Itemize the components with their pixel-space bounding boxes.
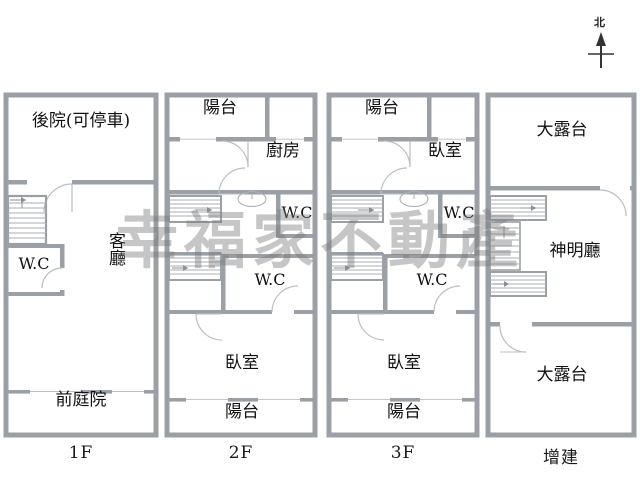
north-arrow-icon (588, 32, 614, 68)
room-label-wc-lower-3f: W.C (416, 270, 448, 289)
floor-block-1f (3, 92, 159, 438)
stair-2f (168, 195, 222, 281)
room-label-kitchen: 廚房 (266, 141, 300, 161)
compass-north-label: 北 (594, 16, 605, 29)
room-label-wc-upper-3f: W.C (443, 203, 475, 222)
room-label-front-yard: 前庭院 (55, 390, 107, 410)
room-label-large-terrace-rear: 大露台 (536, 120, 588, 140)
room-label-bedroom-2f: 臥室 (225, 353, 259, 373)
room-label-large-terrace-front: 大露台 (536, 365, 588, 385)
stair-1f (6, 194, 48, 246)
room-label-back-yard: 後院(可停車) (31, 111, 131, 131)
floor-block-2f (164, 92, 318, 438)
floor-label-2f: 2F (228, 443, 254, 463)
room-label-balcony-front-3f: 陽台 (387, 402, 421, 422)
sink-icon-3f (399, 190, 429, 208)
floor-label-3f: 3F (390, 443, 416, 463)
room-label-living-room: 客廳 (105, 232, 125, 266)
room-label-balcony-front-2f: 陽台 (225, 402, 259, 422)
sink-icon-2f (237, 190, 267, 208)
room-label-bedroom-front-3f: 臥室 (387, 353, 421, 373)
floor-label-1f: 1F (68, 443, 94, 463)
room-label-shrine-hall: 神明廳 (549, 241, 601, 261)
stair-3f (330, 195, 384, 281)
room-label-bedroom-rear-3f: 臥室 (428, 141, 462, 161)
room-label-wc-1f: W.C (18, 254, 50, 273)
stair-extension (489, 195, 547, 297)
floor-block-3f (326, 92, 480, 438)
room-label-wc-lower-2f: W.C (254, 270, 286, 289)
room-label-balcony-rear-3f: 陽台 (365, 98, 399, 118)
floor-block-extension (485, 92, 637, 438)
room-label-wc-upper-2f: W.C (281, 203, 313, 222)
room-label-balcony-rear-2f: 陽台 (203, 98, 237, 118)
floor-label-extension: 增建 (543, 448, 579, 468)
